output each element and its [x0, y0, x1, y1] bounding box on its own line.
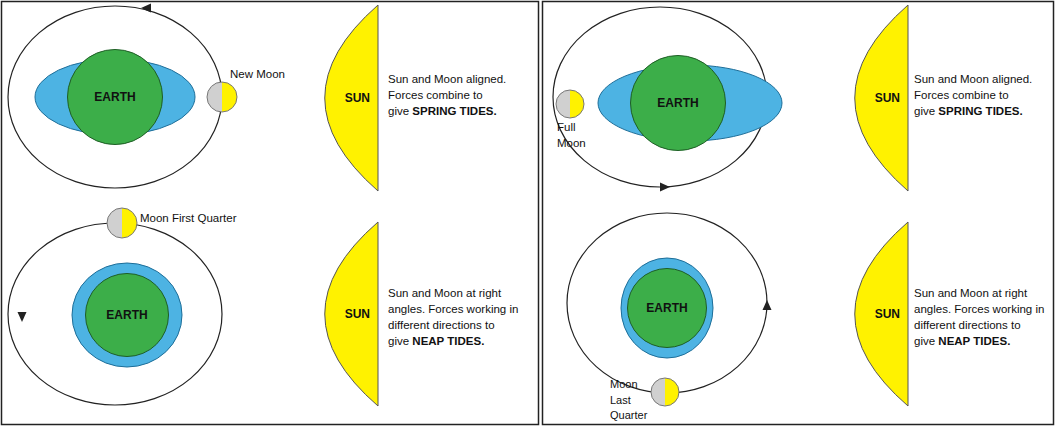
moon	[556, 90, 584, 118]
tide-type: SPRING TIDES.	[412, 105, 496, 117]
orbit-arrow	[763, 300, 772, 310]
moon-orbit	[8, 6, 222, 188]
moon	[651, 378, 679, 406]
orbit-arrow	[660, 183, 670, 192]
panel-frame	[2, 2, 539, 425]
sun-label: SUN	[875, 91, 900, 105]
moon-phase-label: Moon Last Quarter	[610, 378, 647, 420]
tide-type: SPRING TIDES.	[938, 105, 1022, 117]
sun-shape: SUN	[318, 221, 380, 407]
tidal-bulge	[621, 258, 713, 358]
sun-label: SUN	[345, 307, 370, 321]
moon	[207, 82, 237, 112]
moon-orbit	[8, 223, 222, 405]
earth-circle: EARTH	[630, 55, 726, 151]
tidal-bulge	[72, 263, 182, 367]
sun-shape: SUN	[848, 4, 910, 192]
moon-phase-label-block: Moon First Quarter	[140, 211, 280, 227]
moon-phase-label: Full Moon	[557, 121, 586, 149]
moon-phase-label-block: Moon Last Quarter	[610, 377, 654, 423]
earth-label: EARTH	[94, 90, 135, 104]
earth-label: EARTH	[106, 308, 147, 322]
tide-type: NEAP TIDES.	[412, 335, 484, 347]
tide-note-block: Sun and Moon aligned. Forces combine to …	[914, 72, 1050, 120]
sun-label: SUN	[875, 307, 900, 321]
moon-phase-label-block: New Moon	[230, 67, 320, 83]
sun-shape: SUN	[318, 4, 380, 192]
earth-circle: EARTH	[67, 49, 163, 145]
earth-label: EARTH	[646, 301, 687, 315]
earth-circle: EARTH	[627, 268, 707, 348]
panel-frame	[543, 2, 1054, 425]
moon-phase-label: New Moon	[230, 68, 285, 80]
moon-phase-label-block: Full Moon	[557, 120, 593, 152]
tide-note-block: Sun and Moon at right angles. Forces wor…	[914, 286, 1050, 349]
tide-type: NEAP TIDES.	[938, 335, 1010, 347]
moon	[107, 208, 137, 238]
tide-note-block: Sun and Moon aligned. Forces combine to …	[388, 72, 530, 120]
sun-label: SUN	[345, 91, 370, 105]
orbit-arrow	[18, 312, 27, 322]
tide-note-block: Sun and Moon at right angles. Forces wor…	[388, 286, 530, 349]
moon-phase-label: Moon First Quarter	[140, 212, 237, 224]
earth-label: EARTH	[657, 96, 698, 110]
moon-orbit	[567, 213, 767, 393]
earth-circle: EARTH	[85, 273, 169, 357]
orbit-arrow	[141, 4, 151, 13]
sun-shape: SUN	[848, 221, 910, 407]
